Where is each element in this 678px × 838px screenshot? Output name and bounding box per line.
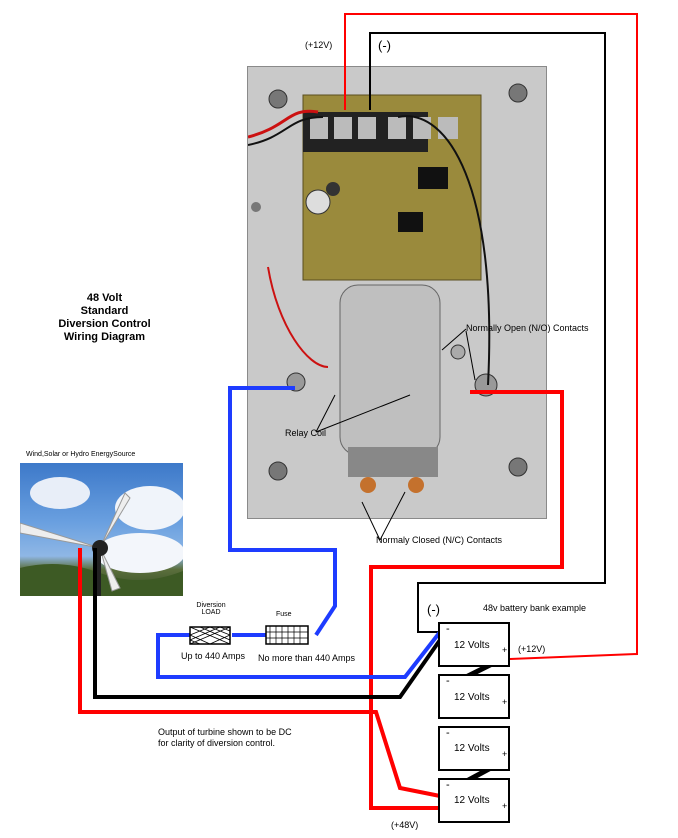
label-energy-source: Wind,Solar or Hydro EnergySource	[26, 451, 136, 458]
label-diversion-line: LOAD	[201, 609, 221, 616]
title-line: Wiring Diagram	[63, 331, 146, 343]
battery-plus: +	[502, 749, 508, 759]
load-wire-bottom	[156, 630, 442, 679]
turbine-positive-wire	[78, 548, 501, 810]
negative-wire	[369, 32, 606, 633]
control-panel-photo	[247, 66, 547, 519]
wind-turbine-icon	[20, 477, 183, 596]
load-wire-top	[228, 386, 337, 637]
battery-plus: +	[502, 801, 508, 811]
battery-2	[438, 674, 510, 719]
battery-minus: -	[446, 779, 450, 791]
label-plus12-top: (+12V)	[305, 40, 333, 50]
label-plus12-battery: (+12V)	[518, 644, 546, 654]
label-minus-top: (-)	[378, 38, 391, 53]
wind-turbine-photo	[20, 463, 183, 596]
label-fuse: Fuse	[276, 611, 292, 618]
label-minus-battery: (-)	[427, 602, 440, 617]
battery-minus: -	[446, 727, 450, 739]
label-plus48: (+48V)	[391, 820, 419, 830]
battery-4	[438, 778, 510, 823]
fuse-icon	[265, 625, 309, 645]
battery-3	[438, 726, 510, 771]
label-relay-coil: Relay Coil	[285, 428, 327, 438]
output-note-line: Output of turbine shown to be DC	[158, 727, 292, 737]
title-line: Standard	[80, 305, 129, 317]
battery-plus: +	[502, 697, 508, 707]
battery-1	[438, 622, 510, 667]
label-diversion-load: Diversion LOAD	[193, 602, 229, 616]
battery-minus: -	[446, 675, 450, 687]
title-line: 48 Volt	[86, 292, 123, 304]
label-nc-contacts: Normaly Closed (N/C) Contacts	[376, 535, 503, 545]
battery-volts: 12 Volts	[454, 640, 490, 651]
positive-12v-wire	[344, 13, 638, 660]
battery-minus: -	[446, 623, 450, 635]
title-line: Diversion Control	[58, 318, 151, 330]
label-output-note: Output of turbine shown to be DC for cla…	[158, 727, 292, 749]
label-diversion-line: Diversion	[196, 602, 226, 609]
battery-volts: 12 Volts	[454, 692, 490, 703]
diagram-title: 48 Volt Standard Diversion Control Wirin…	[42, 292, 167, 344]
label-up-to-amps: Up to 440 Amps	[181, 651, 246, 661]
positive-48v-wire	[369, 390, 564, 810]
label-battery-bank: 48v battery bank example	[483, 603, 587, 613]
label-no-contacts: Normally Open (N/O) Contacts	[466, 323, 589, 333]
battery-volts: 12 Volts	[454, 743, 490, 754]
output-note-line: for clarity of diversion control.	[158, 738, 276, 748]
turbine-negative-wire	[93, 548, 442, 699]
battery-plus: +	[502, 645, 508, 655]
label-no-more-amps: No more than 440 Amps	[258, 653, 356, 663]
battery-volts: 12 Volts	[454, 795, 490, 806]
